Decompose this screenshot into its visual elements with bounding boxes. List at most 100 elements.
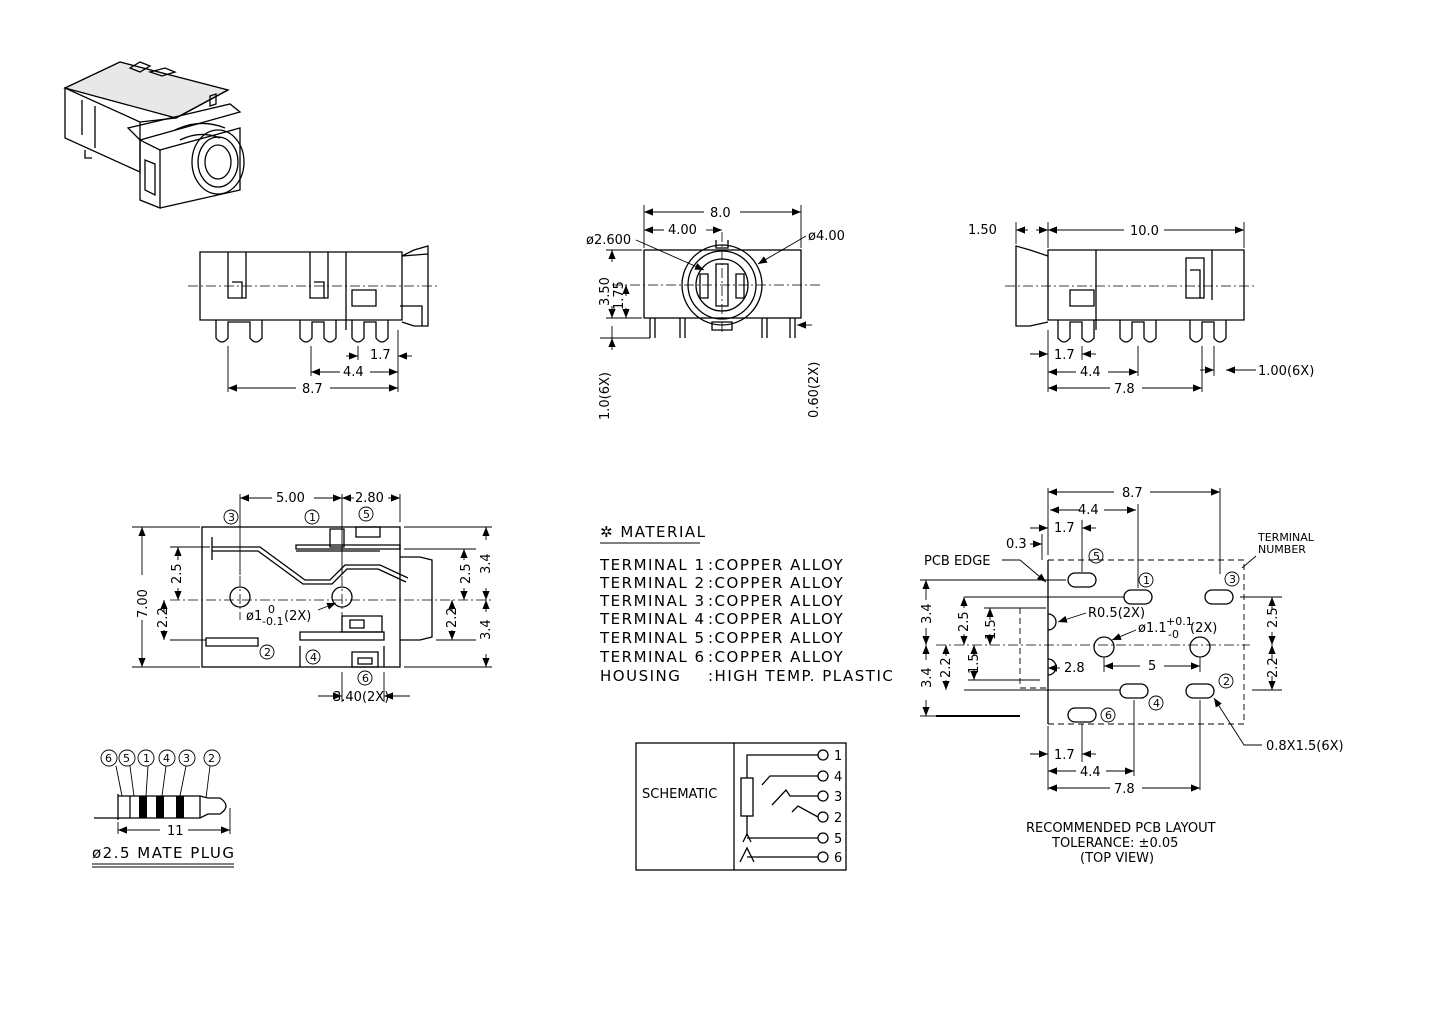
schematic-pin-2: 2 — [834, 811, 842, 826]
pcb-hole-tol-upper: +0.1 — [1166, 615, 1193, 628]
pcb-dim-5: 3.4 — [920, 603, 935, 624]
side-view-left: 1.7 4.4 8.7 — [188, 245, 440, 397]
side-right-dim-6: 1.00(6X) — [1258, 364, 1314, 379]
pcb-dim-7: 1.5 — [984, 619, 999, 640]
mate-plug: 6 5 1 4 3 2 11 ø2.5 MATE PLUG — [92, 749, 236, 868]
top-terminal-1: 1 — [309, 511, 316, 524]
material-part-4: TERMINAL 4 — [599, 610, 706, 628]
top-terminal-4: 4 — [310, 651, 317, 664]
pcb-dim-3: 1.7 — [1054, 521, 1075, 536]
top-dim-2: 2.80 — [355, 491, 384, 506]
side-right-dim-5: 7.8 — [1114, 382, 1135, 397]
pcb-terminal-4: 4 — [1153, 697, 1160, 710]
front-view: 8.0 4.00 ø2.600 ø4.00 3.50 1.75 1.0(6X) … — [586, 205, 845, 420]
top-hole-tol-lower: -0.1 — [262, 615, 283, 628]
schematic-pin-4: 4 — [834, 770, 842, 785]
side-left-dim-1: 1.7 — [370, 348, 391, 363]
pcb-dim-15: 1.7 — [1054, 748, 1075, 763]
pcb-dim-1: 8.7 — [1122, 486, 1143, 501]
material-part-6: TERMINAL 6 — [599, 648, 706, 666]
plug-caption: ø2.5 MATE PLUG — [92, 844, 236, 862]
front-center-offset: 4.00 — [668, 223, 697, 238]
material-value-4: :COPPER ALLOY — [708, 610, 844, 628]
pcb-radius: R0.5(2X) — [1088, 606, 1145, 621]
front-pin-width: 0.60(2X) — [807, 362, 822, 418]
pcb-caption-2: TOLERANCE: ±0.05 — [1051, 836, 1178, 851]
top-dim-3: 7.00 — [136, 589, 151, 618]
pcb-dim-2: 4.4 — [1078, 503, 1099, 518]
top-terminal-3: 3 — [228, 511, 235, 524]
material-table: ✲ MATERIAL TERMINAL 1 :COPPER ALLOY TERM… — [599, 523, 894, 685]
pcb-dim-8: 2.2 — [939, 657, 954, 678]
plug-number-4: 4 — [163, 752, 170, 765]
side-right-dim-4: 4.4 — [1080, 365, 1101, 380]
pcb-terminal-label-1: TERMINAL — [1257, 531, 1315, 544]
pcb-dim-9: 1.5 — [967, 653, 982, 674]
schematic-pin-5: 5 — [834, 832, 842, 847]
pcb-terminal-3: 3 — [1229, 573, 1236, 586]
top-hole-count: (2X) — [284, 609, 311, 624]
top-terminal-2: 2 — [264, 646, 271, 659]
side-right-dim-2: 10.0 — [1130, 224, 1159, 239]
front-width: 8.0 — [710, 206, 731, 221]
top-dim-1: 5.00 — [276, 491, 305, 506]
pcb-caption-1: RECOMMENDED PCB LAYOUT — [1026, 821, 1216, 836]
material-value-6: :COPPER ALLOY — [708, 648, 844, 666]
top-view: 5.00 2.80 7.00 2.5 2.2 2.5 3.4 2.2 3.4 — [132, 491, 494, 705]
pcb-hole-count: (2X) — [1190, 621, 1217, 636]
plug-number-1: 1 — [143, 752, 150, 765]
pcb-terminal-5: 5 — [1093, 550, 1100, 563]
top-dim-4: 2.5 — [170, 563, 185, 584]
material-value-5: :COPPER ALLOY — [708, 629, 844, 647]
pcb-dim-16: 4.4 — [1080, 765, 1101, 780]
material-value-7: :HIGH TEMP. PLASTIC — [708, 667, 894, 685]
side-view-right: 1.50 10.0 1.7 4.4 7.8 1.00(6X) — [968, 222, 1314, 397]
plug-number-2: 2 — [208, 752, 215, 765]
top-dim-9: 3.4 — [479, 619, 494, 640]
plug-length: 11 — [167, 824, 184, 839]
top-terminal-5: 5 — [363, 508, 370, 521]
pcb-hole-tol-lower: -0 — [1168, 628, 1179, 641]
pcb-terminal-6: 6 — [1105, 709, 1112, 722]
plug-number-6: 6 — [105, 752, 112, 765]
material-value-2: :COPPER ALLOY — [708, 574, 844, 592]
top-dim-10: 3.40(2X) — [333, 690, 389, 705]
material-part-7: HOUSING — [600, 667, 681, 685]
top-dim-5: 2.2 — [156, 607, 171, 628]
pcb-terminal-1: 1 — [1143, 574, 1150, 587]
front-pin-length: 1.0(6X) — [598, 372, 613, 420]
pcb-dim-6: 2.5 — [957, 611, 972, 632]
schematic-pin-3: 3 — [834, 790, 842, 805]
side-right-dim-3: 1.7 — [1054, 348, 1075, 363]
side-right-dim-1: 1.50 — [968, 223, 997, 238]
pcb-slot: 0.8X1.5(6X) — [1266, 739, 1344, 754]
pcb-edge-label: PCB EDGE — [924, 554, 990, 569]
top-terminal-6: 6 — [362, 672, 369, 685]
material-title: ✲ MATERIAL — [600, 523, 706, 541]
pcb-dim-11: 2.8 — [1064, 661, 1085, 676]
pcb-dim-12: 5 — [1148, 659, 1156, 674]
schematic-label: SCHEMATIC — [642, 787, 717, 802]
material-value-1: :COPPER ALLOY — [708, 556, 844, 574]
front-inner-diameter: ø2.600 — [586, 233, 631, 248]
front-center-height: 1.75 — [612, 281, 627, 310]
schematic: SCHEMATIC 1 4 3 2 5 6 — [635, 742, 847, 871]
front-outer-diameter: ø4.00 — [808, 229, 845, 244]
top-dim-7: 3.4 — [479, 553, 494, 574]
pcb-terminal-label-2: NUMBER — [1258, 543, 1306, 556]
pcb-dim-10: 3.4 — [920, 667, 935, 688]
plug-number-3: 3 — [183, 752, 190, 765]
side-left-dim-2: 4.4 — [343, 365, 364, 380]
pcb-dim-17: 7.8 — [1114, 782, 1135, 797]
top-dim-6: 2.5 — [459, 563, 474, 584]
schematic-pin-1: 1 — [834, 749, 842, 764]
top-dim-8: 2.2 — [445, 607, 460, 628]
pcb-layout: 8.7 4.4 1.7 0.3 PCB EDGE TERMINAL NUMBER… — [920, 486, 1344, 866]
pcb-caption-3: (TOP VIEW) — [1080, 851, 1154, 866]
pcb-dim-4: 0.3 — [1006, 537, 1027, 552]
pcb-terminal-2: 2 — [1223, 675, 1230, 688]
isometric-view — [63, 61, 245, 209]
pcb-dim-14: 2.2 — [1266, 657, 1281, 678]
schematic-pin-6: 6 — [834, 851, 842, 866]
